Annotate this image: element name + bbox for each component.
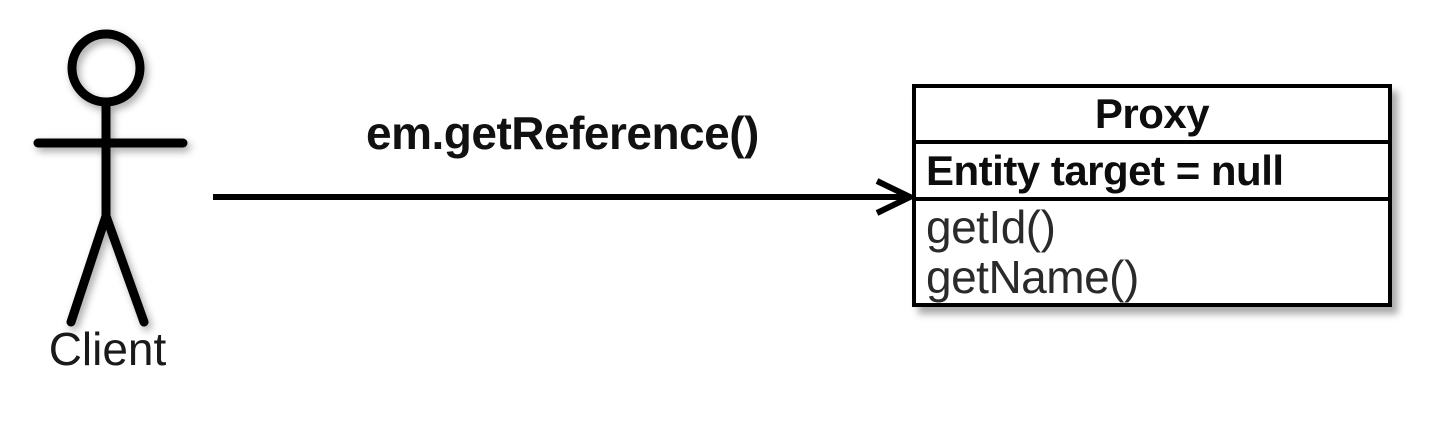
actor-leg-right: [101, 211, 149, 327]
arrow-icon: [213, 178, 917, 216]
actor-leg-left: [66, 211, 111, 327]
class-name: Proxy: [1094, 90, 1210, 137]
class-box-proxy[interactable]: Proxy Entity target = null getId() getNa…: [912, 84, 1392, 307]
message-arrow[interactable]: [205, 172, 925, 224]
class-operation: getId(): [926, 201, 1056, 253]
class-operations-compartment: getId() getName(): [916, 201, 1388, 303]
message-label: em.getReference(): [366, 107, 759, 159]
class-attribute: Entity target = null: [926, 146, 1284, 194]
class-attributes-compartment: Entity target = null: [916, 144, 1388, 201]
class-name-compartment: Proxy: [916, 88, 1388, 144]
stick-figure-actor-icon: [33, 29, 188, 327]
actor-label: Client: [48, 323, 167, 375]
actor-head: [67, 29, 145, 107]
actor-client[interactable]: Client: [0, 0, 230, 400]
class-operation: getName(): [926, 251, 1139, 303]
arrow-head: [875, 178, 917, 216]
